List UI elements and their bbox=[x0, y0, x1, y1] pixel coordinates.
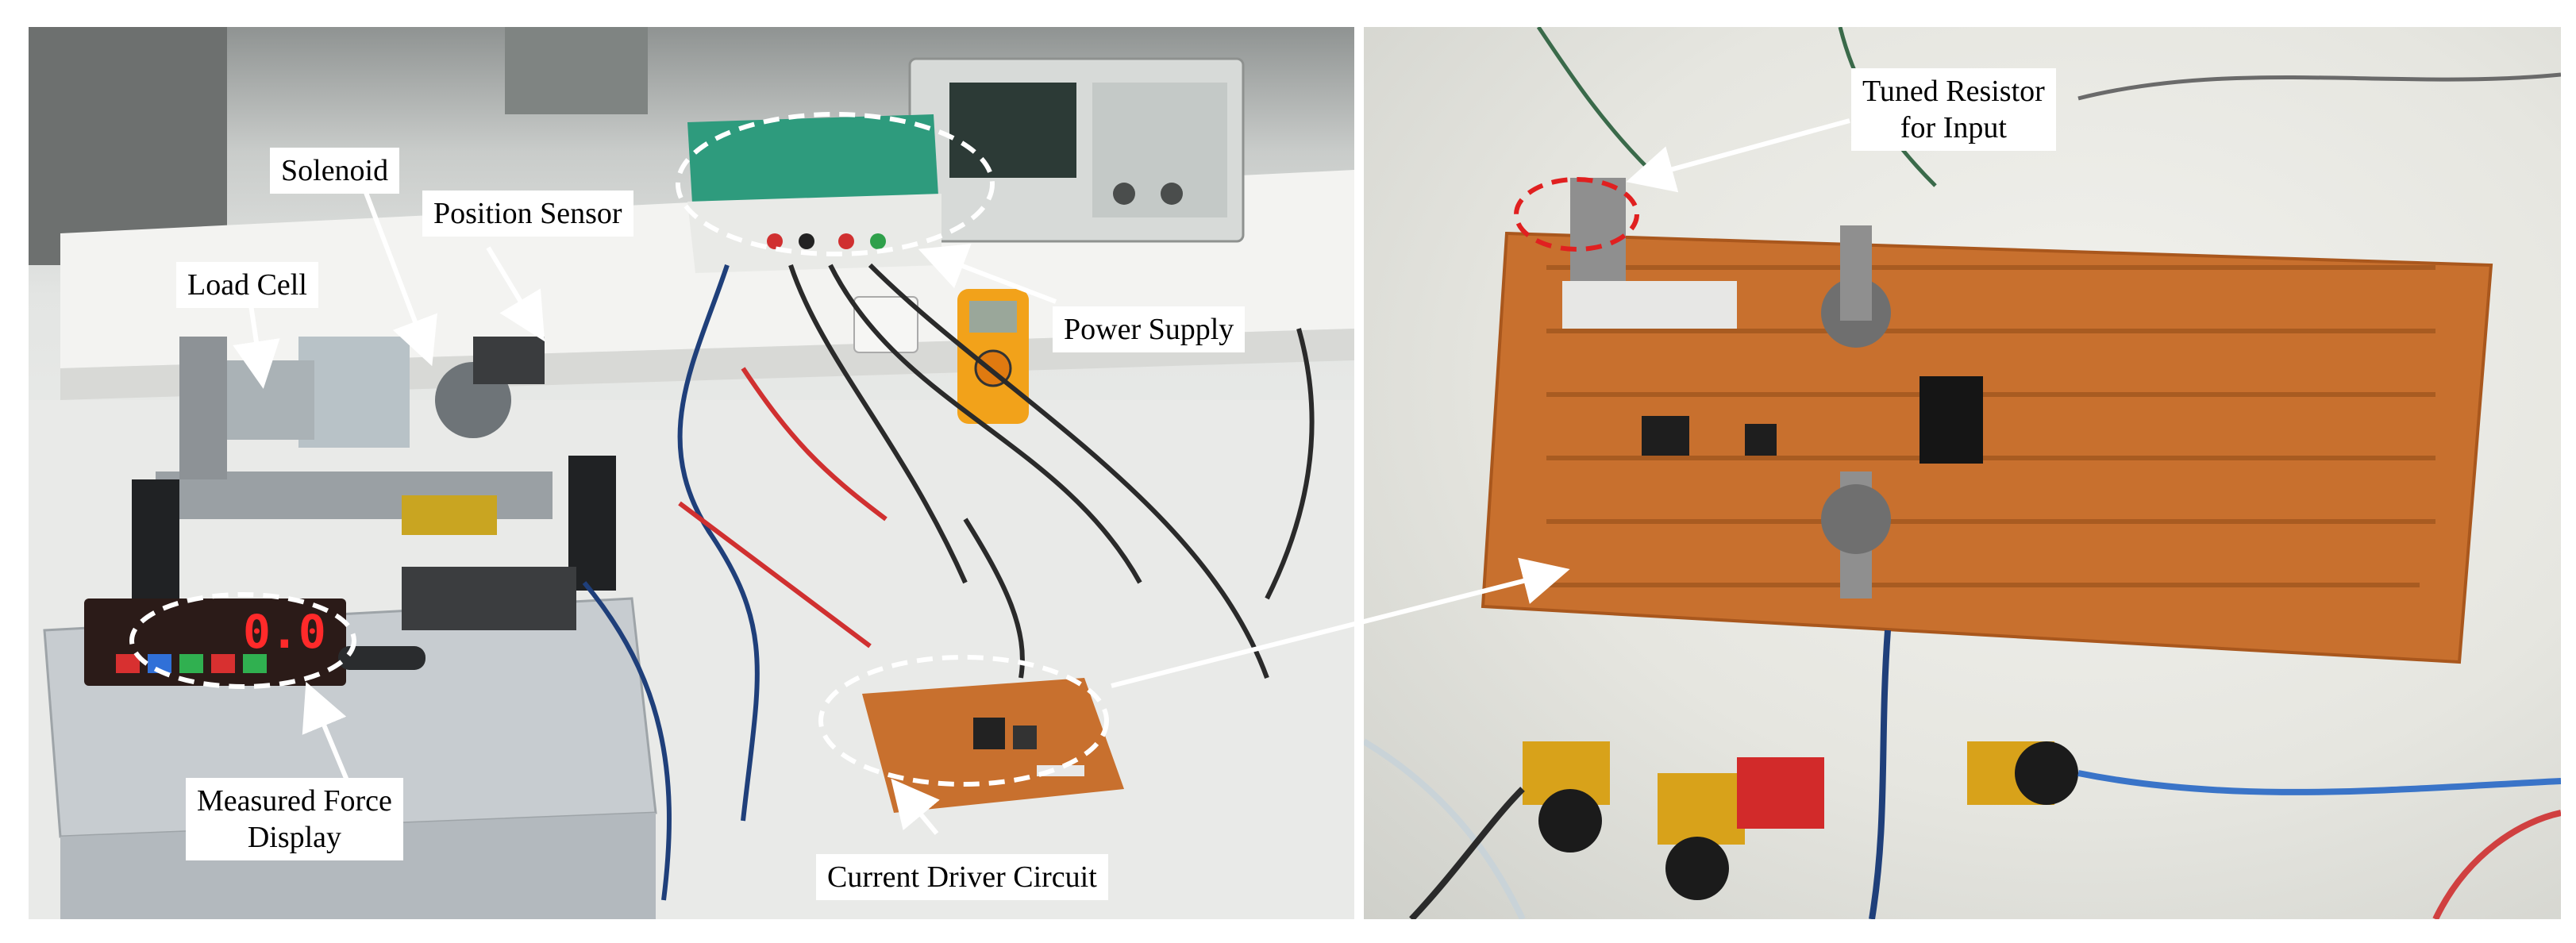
bottom-cables bbox=[1364, 629, 2561, 919]
current-driver-pcb bbox=[862, 678, 1124, 813]
label-current-driver-circuit: Current Driver Circuit bbox=[816, 854, 1108, 900]
oscilloscope bbox=[908, 57, 1245, 243]
label-tuned-resistor: Tuned Resistor for Input bbox=[1851, 68, 2056, 151]
label-tuned-resistor-line2: for Input bbox=[1900, 111, 2007, 144]
label-load-cell: Load Cell bbox=[176, 262, 318, 308]
label-solenoid: Solenoid bbox=[270, 148, 400, 194]
pcb-board bbox=[1481, 231, 2493, 664]
label-tuned-resistor-line1: Tuned Resistor bbox=[1862, 75, 2045, 108]
left-photo-panel: 0.0 Solenoid Position Sensor Load Cell P… bbox=[29, 27, 1354, 919]
bottom-connectors bbox=[1523, 741, 2078, 900]
pcb-components bbox=[1562, 178, 1983, 599]
wall-socket bbox=[853, 296, 918, 353]
label-position-sensor: Position Sensor bbox=[422, 191, 633, 237]
label-measured-force-display-line1: Measured Force bbox=[197, 784, 392, 818]
multimeter bbox=[957, 289, 1029, 424]
label-measured-force-display-line2: Display bbox=[247, 821, 342, 854]
equipment-box bbox=[505, 27, 648, 114]
right-photo-panel: Tuned Resistor for Input bbox=[1364, 27, 2561, 919]
power-supply bbox=[687, 114, 941, 273]
background-wall bbox=[29, 27, 227, 265]
label-measured-force-display: Measured Force Display bbox=[186, 778, 403, 860]
force-display-reading: 0.0 bbox=[243, 605, 326, 659]
label-power-supply: Power Supply bbox=[1053, 306, 1246, 352]
pcb-hole-grid bbox=[1546, 265, 2435, 587]
pcb-closeup-photo bbox=[1364, 27, 2561, 919]
